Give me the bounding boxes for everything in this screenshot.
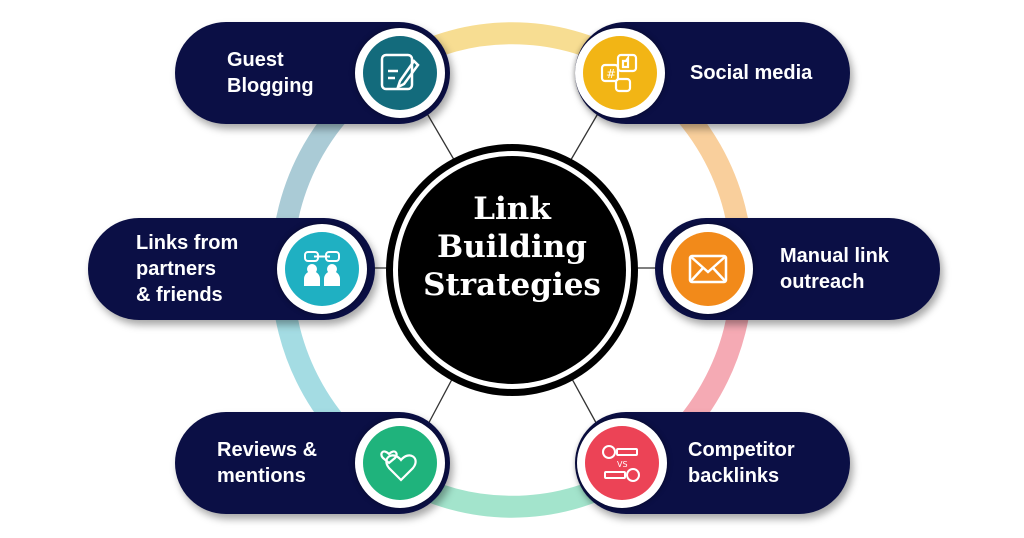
strategy-social-media: # Social media (575, 22, 850, 124)
strategy-links-from-partners: Links from partners & friends (88, 218, 375, 320)
social-media-icon: # (575, 28, 665, 118)
svg-text:VS: VS (617, 460, 628, 469)
blog-edit-icon (355, 28, 445, 118)
strategy-label: Guest Blogging (227, 49, 314, 97)
partners-link-icon (277, 224, 367, 314)
center-title: Link Building Strategies (423, 191, 601, 303)
versus-users-icon: VS (577, 418, 667, 508)
strategy-manual-link-outreach: Manual link outreach (655, 218, 940, 320)
strategy-guest-blogging: Guest Blogging (175, 22, 450, 124)
hearts-icon (355, 418, 445, 508)
strategy-label: Competitor backlinks (688, 439, 795, 487)
strategy-label: Social media (690, 62, 813, 84)
strategy-label: Manual link outreach (780, 245, 889, 293)
strategy-label: Links from partners & friends (136, 232, 239, 306)
strategy-competitor-backlinks: VS Competitor backlinks (575, 412, 850, 514)
strategy-label: Reviews & mentions (217, 439, 318, 487)
center-circle (386, 144, 638, 396)
strategy-reviews-mentions: Reviews & mentions (175, 412, 450, 514)
svg-text:#: # (606, 67, 616, 81)
envelope-icon (663, 224, 753, 314)
